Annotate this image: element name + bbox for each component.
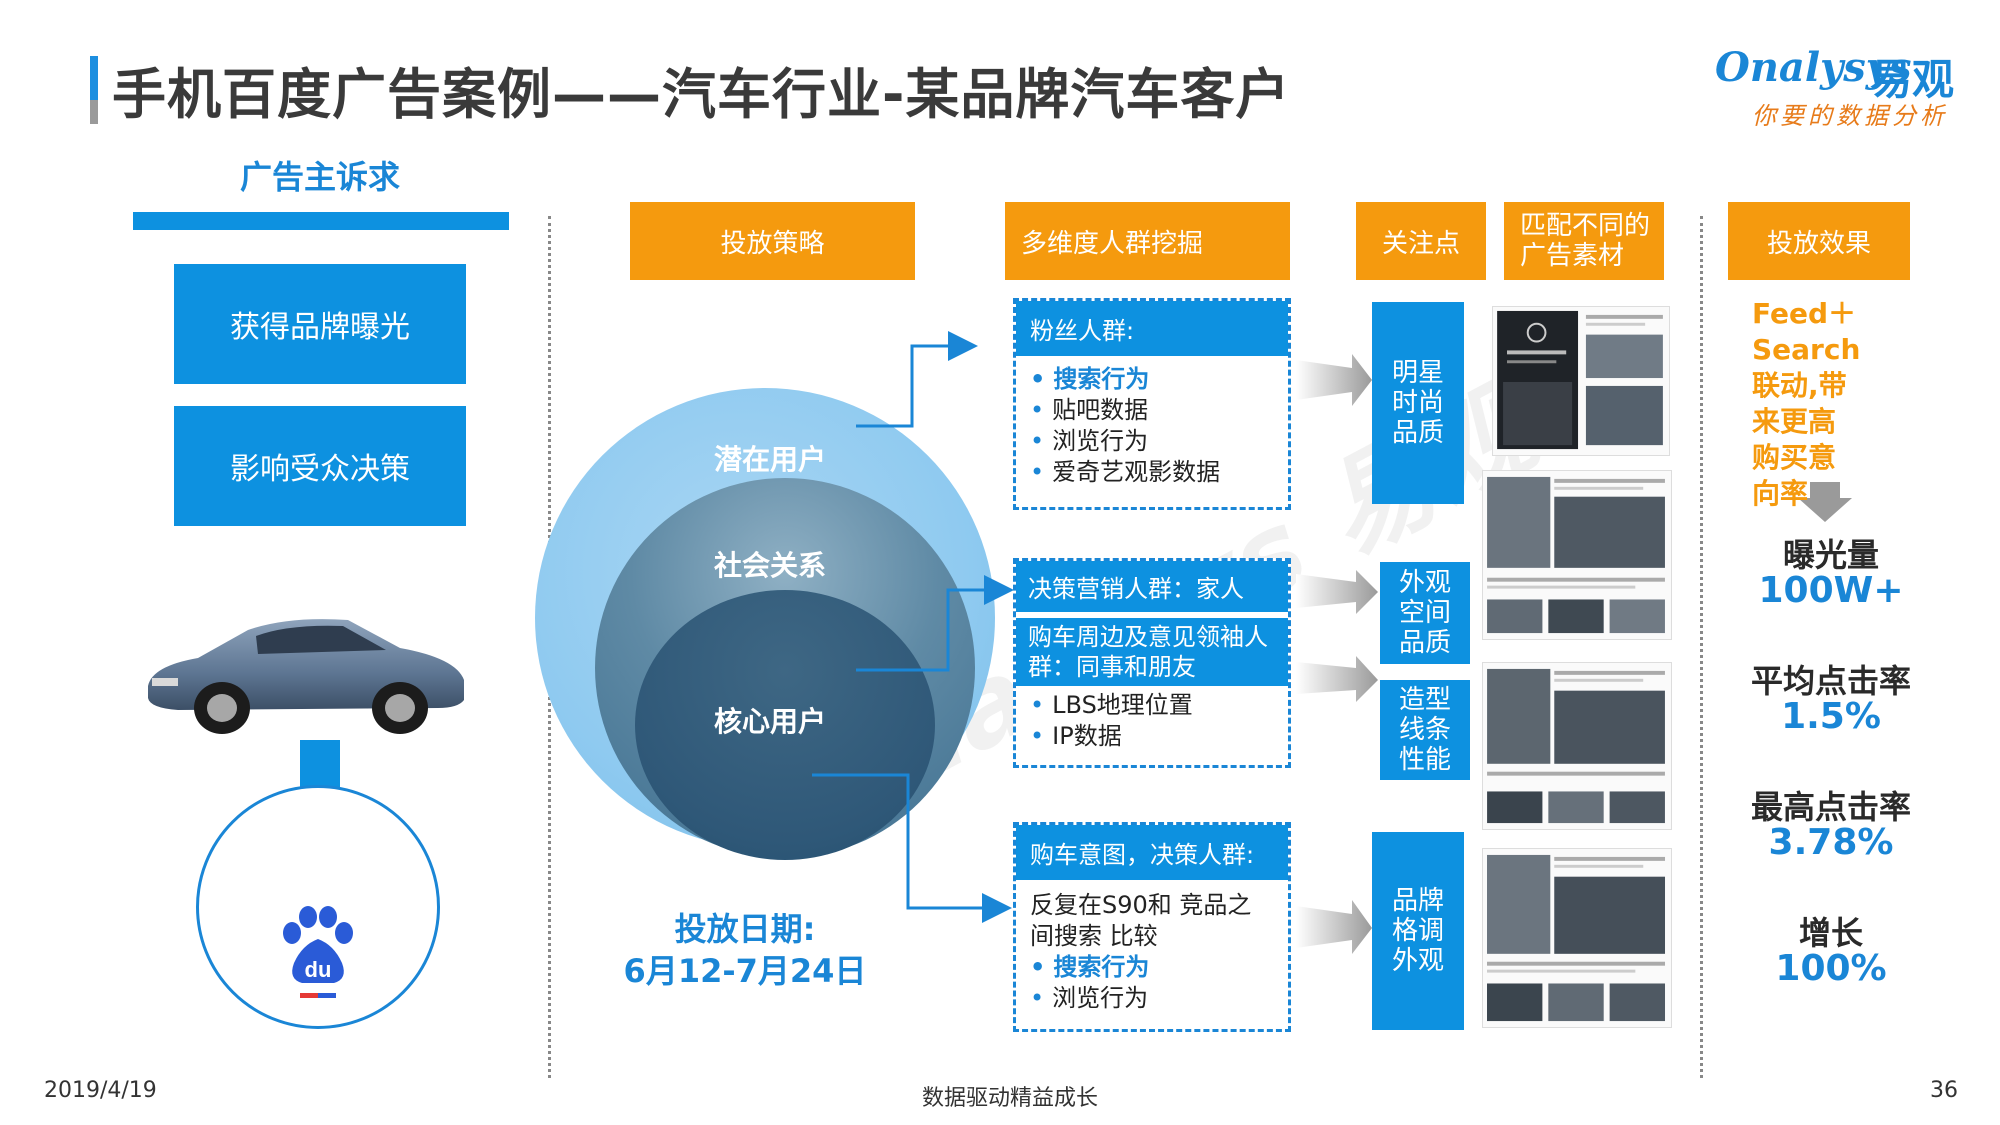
ad-creative-thumbnail-1 — [1492, 306, 1670, 456]
segment-intent: 购车意图，决策人群: 反复在S90和 竞品之间搜索 比较 •搜索行为 •浏览行为 — [1013, 822, 1291, 1032]
schedule-label: 投放日期: — [674, 910, 816, 948]
metric-avg-ctr-label: 平均点击率 — [1750, 662, 1911, 700]
label-social-relations: 社会关系 — [713, 549, 826, 582]
focus-exterior-space-quality: 外观空间品质 — [1380, 562, 1470, 664]
goal-brand-exposure: 获得品牌曝光 — [174, 264, 466, 384]
logo-brand-en: nalysys — [1749, 44, 1912, 91]
logo-analysys: Onalysys — [1715, 44, 1912, 91]
segment-intent-text: 反复在S90和 竞品之间搜索 比较 — [1030, 891, 1252, 950]
goal-influence-decision: 影响受众决策 — [174, 406, 466, 526]
ad-creative-thumbnail-2 — [1482, 470, 1672, 640]
advertiser-needs-title: 广告主诉求 — [239, 158, 400, 196]
title-accent-bar — [90, 56, 98, 124]
label-potential-users: 潜在用户 — [713, 443, 826, 476]
header-strategy: 投放策略 — [630, 202, 915, 280]
metric-exposure-label: 曝光量 — [1782, 536, 1879, 574]
arrow-to-focus-1 — [1296, 354, 1372, 406]
header-audience-mining: 多维度人群挖掘 — [1005, 202, 1290, 280]
segment-intent-head: 购车意图，决策人群: — [1016, 825, 1288, 880]
metric-exposure-value: 100W+ — [1758, 570, 1904, 611]
focus-styling-lines-performance: 造型线条性能 — [1380, 680, 1470, 780]
logo-slogan: 你要的数据分析 — [1752, 102, 1948, 130]
divider-right — [1700, 216, 1703, 1078]
page-number: 36 — [1930, 1078, 1958, 1103]
list-item: •LBS地理位置 — [1030, 691, 1193, 719]
metric-growth-label: 增长 — [1798, 914, 1863, 952]
header-focus-points: 关注点 — [1356, 202, 1486, 280]
metric-max-ctr-value: 3.78% — [1768, 822, 1894, 863]
segment-social: 决策营销人群：家人 购车周边及意见领袖人群：同事和朋友 •LBS地理位置 •IP… — [1013, 558, 1291, 768]
segment-fans-head: 粉丝人群: — [1016, 301, 1288, 356]
title-accent-bar-grey — [90, 100, 98, 124]
effect-feed-search-combo: Feed＋Search联动,带来更高购买意向率 — [1752, 297, 1861, 510]
metric-max-ctr-label: 最高点击率 — [1750, 788, 1911, 826]
list-item: •浏览行为 — [1030, 984, 1149, 1012]
ad-creative-thumbnail-3 — [1482, 662, 1672, 830]
footer-date: 2019/4/19 — [44, 1078, 157, 1103]
focus-brand-style-exterior: 品牌格调外观 — [1372, 832, 1464, 1030]
arrow-to-focus-2 — [1296, 570, 1378, 614]
list-item: •搜索行为 — [1030, 365, 1150, 393]
ad-creative-thumbnail-4 — [1482, 848, 1672, 1028]
metric-avg-ctr-value: 1.5% — [1781, 696, 1881, 737]
svg-text:du: du — [305, 957, 332, 982]
segment-fans-list: •搜索行为 •贴吧数据 •浏览行为 •爱奇艺观影数据 — [1016, 356, 1288, 496]
list-item: •浏览行为 — [1030, 427, 1149, 455]
baidu-paw-icon: du — [283, 906, 353, 998]
footer-slogan: 数据驱动精益成长 — [921, 1086, 1098, 1111]
car-image — [148, 619, 464, 734]
list-item: •贴吧数据 — [1030, 396, 1149, 424]
focus-star-fashion-quality: 明星时尚品质 — [1372, 302, 1464, 504]
schedule-range: 6月12-7月24日 — [623, 952, 867, 990]
advertiser-needs-bar — [133, 212, 509, 230]
header-match-creatives: 匹配不同的广告素材 — [1504, 202, 1664, 280]
schedule: 投放日期: 6月12-7月24日 — [615, 908, 875, 992]
logo-brand-cn: 易观 — [1870, 55, 1955, 104]
metric-growth-value: 100% — [1775, 948, 1887, 989]
arrow-to-focus-4 — [1296, 900, 1372, 954]
list-item: •IP数据 — [1030, 722, 1122, 750]
segment-social-head-family: 决策营销人群：家人 — [1016, 561, 1288, 612]
baidu-logo-circle — [196, 785, 440, 1029]
segment-social-head-peers: 购车周边及意见领袖人群：同事和朋友 — [1016, 618, 1288, 686]
arrow-to-focus-3 — [1296, 656, 1378, 702]
label-core-users: 核心用户 — [713, 705, 826, 738]
segment-fans: 粉丝人群: •搜索行为 •贴吧数据 •浏览行为 •爱奇艺观影数据 — [1013, 298, 1291, 510]
list-item: •搜索行为 — [1030, 953, 1150, 981]
header-effect: 投放效果 — [1728, 202, 1910, 280]
segment-social-list: •LBS地理位置 •IP数据 — [1016, 686, 1288, 756]
page-title: 手机百度广告案例——汽车行业-某品牌汽车客户 — [112, 63, 1291, 126]
logo-o-glyph: O — [1715, 44, 1750, 91]
circle-core-users — [635, 590, 935, 860]
segment-intent-list: •搜索行为 •浏览行为 — [1016, 952, 1288, 1014]
list-item: •爱奇艺观影数据 — [1030, 458, 1221, 486]
arrow-to-effects — [1798, 482, 1852, 522]
